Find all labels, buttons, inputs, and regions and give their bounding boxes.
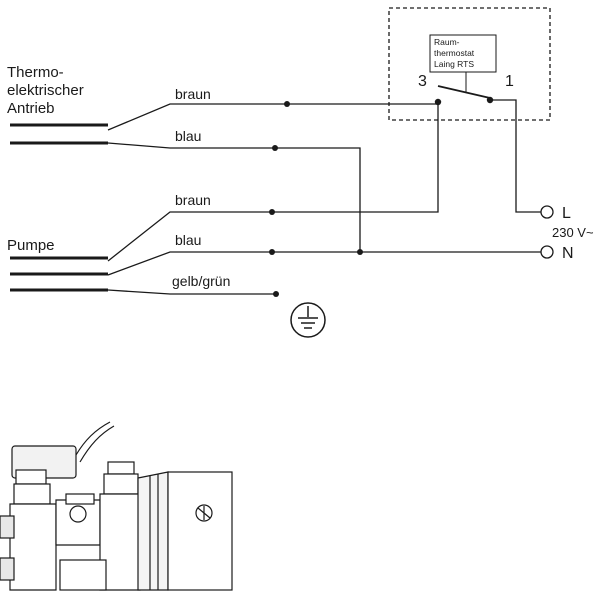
pumpe-label: Pumpe bbox=[7, 237, 55, 254]
wire-blau-thermo bbox=[107, 142, 361, 252]
voltage-label: 230 V~ bbox=[552, 225, 594, 240]
wire-earth bbox=[107, 289, 279, 297]
wire-braun-pump bbox=[107, 104, 439, 262]
wire-braun-pump-label: braun bbox=[175, 192, 211, 208]
terminal-L-label: L bbox=[562, 205, 571, 222]
terminal-L bbox=[540, 205, 554, 219]
terminal-3-label: 3 bbox=[418, 73, 427, 90]
wire-blau-thermo-label: blau bbox=[175, 128, 201, 144]
wire-earth-label: gelb/grün bbox=[172, 273, 230, 289]
pump-cable bbox=[10, 256, 108, 292]
terminal-N-label: N bbox=[562, 245, 574, 262]
thermostat-label-box bbox=[429, 34, 497, 73]
pump-valve-assembly-illustration bbox=[0, 421, 233, 591]
wire-braun-thermo-label: braun bbox=[175, 86, 211, 102]
thermostat-enclosure bbox=[388, 7, 551, 121]
earth-ground-icon bbox=[290, 302, 326, 338]
thermo-label-line1: Thermo- bbox=[7, 64, 64, 81]
wire-braun-thermo bbox=[107, 101, 438, 131]
terminal-N bbox=[540, 245, 554, 259]
thermostat-switch bbox=[434, 72, 494, 106]
wire-to-L bbox=[490, 99, 541, 213]
thermo-label-line3: Antrieb bbox=[7, 100, 55, 117]
thermostat-label-line1: Raum- bbox=[434, 37, 460, 47]
thermostat-label-line3: Laing RTS bbox=[434, 59, 474, 69]
thermo-cable bbox=[10, 123, 108, 145]
wire-blau-pump-label: blau bbox=[175, 232, 201, 248]
thermostat-label-line2: thermostat bbox=[434, 48, 475, 58]
thermo-label-line2: elektrischer bbox=[7, 82, 84, 99]
terminal-1-label: 1 bbox=[505, 73, 514, 90]
wire-blau-pump bbox=[107, 249, 541, 276]
